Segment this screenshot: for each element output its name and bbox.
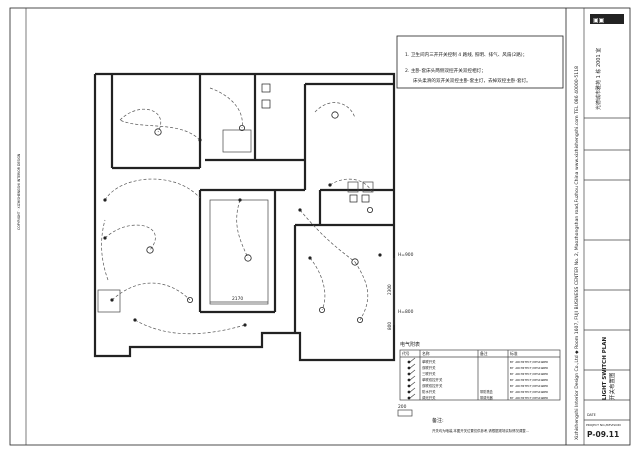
svg-text:带防溅盒: 带防溅盒 [480, 389, 494, 394]
svg-text:三联开关: 三联开关 [422, 371, 436, 376]
legend-row: 防水开关 带防溅盒 BY ARCHITECT/DESIGNER [407, 387, 548, 394]
svg-text:单联开关: 单联开关 [422, 359, 436, 364]
legend-row: 单联双控开关 BY ARCHITECT/DESIGNER [407, 375, 548, 382]
dim-800: 800 [387, 322, 392, 330]
note-line-3: 床头柔滑的双开关双控主卧·套主灯，去掉双控主卧·套灯。 [413, 77, 531, 84]
wire-10 [111, 282, 191, 301]
wire-4 [119, 119, 201, 141]
column-2 [362, 181, 374, 193]
switch-symbols [103, 138, 382, 327]
svg-text:BY ARCHITECT/DESIGNER: BY ARCHITECT/DESIGNER [510, 396, 548, 400]
legend-row: 调光开关 带调光器 BY ARCHITECT/DESIGNER [407, 393, 548, 400]
exhaust-fan [261, 83, 271, 93]
wire-8 [299, 209, 356, 263]
date-label: DATE [587, 413, 596, 417]
revision-label: PROJECT NO./REVISION [586, 423, 621, 427]
sheet-border [9, 7, 631, 446]
drawing-title: LIGHT SWITCH PLAN [602, 336, 608, 400]
heater-lamp [261, 99, 271, 109]
dim-h900: H=900 [398, 252, 414, 258]
wire-3 [119, 108, 161, 133]
legend-header-note: 备注 [480, 351, 488, 356]
legend-row: 双联双控开关 BY ARCHITECT/DESIGNER [407, 381, 548, 388]
wire-12 [329, 178, 373, 193]
bath-light [349, 194, 358, 203]
logo-mark: ▣▣ [593, 17, 604, 24]
bath-fixture [222, 129, 252, 153]
svg-text:调光开关: 调光开关 [422, 395, 436, 400]
svg-text:单联双控开关: 单联双控开关 [422, 377, 443, 382]
legend-header-std: 标准 [510, 351, 518, 356]
svg-text:防水开关: 防水开关 [422, 389, 436, 394]
note-line-2: 2. 主卧·套床头两侧双控开关双控相灯； [405, 67, 486, 74]
note-line-1: 1. 卫生间内三开开关控制 4 路线, 照明、排气、风扇(2路)； [405, 51, 527, 58]
light-fixtures [146, 111, 373, 323]
scale-label: 200 [398, 404, 407, 410]
vertical-watermark-left: COPYRIGHT · XIZHISHENGSHI INTERIOR DESIG… [17, 153, 21, 230]
legend-header-name: 名称 [422, 351, 430, 356]
svg-text:带调光器: 带调光器 [480, 395, 494, 400]
remark-line-1: 开关均为暗装,本图开关位置仅供参考,请根据现场实际情况调整... [432, 428, 529, 433]
wire-7 [236, 199, 249, 259]
legend-title: 电气附表 [400, 341, 420, 348]
legend-row: 三联开关 BY ARCHITECT/DESIGNER [407, 369, 548, 376]
wire-14 [101, 219, 109, 281]
legend-row: 双联开关 BY ARCHITECT/DESIGNER [407, 363, 548, 370]
legend-header-code: 代号 [402, 351, 410, 356]
wire-13 [309, 257, 326, 311]
floor-plan [93, 72, 396, 362]
svg-text:BY ARCHITECT/DESIGNER: BY ARCHITECT/DESIGNER [510, 378, 548, 382]
project-name: 光德城市雅苑 1 栋 2001 室 [595, 48, 602, 110]
svg-text:双联双控开关: 双联双控开关 [422, 383, 443, 388]
svg-text:双联开关: 双联开关 [422, 365, 436, 370]
titleblock-rows [584, 117, 630, 421]
svg-text:BY ARCHITECT/DESIGNER: BY ARCHITECT/DESIGNER [510, 372, 548, 376]
legend-table [399, 349, 561, 401]
wire-1 [104, 178, 201, 201]
wire-9 [354, 261, 369, 321]
wire-11 [134, 319, 246, 335]
company-address: Xizhishengshi Interior Design Co.,Ltd ◆ … [574, 66, 580, 440]
svg-text:BY ARCHITECT/DESIGNER: BY ARCHITECT/DESIGNER [510, 360, 548, 364]
remark-title: 备注: [432, 417, 444, 424]
dim-h800: H=800 [398, 309, 414, 315]
entry-box [97, 289, 121, 313]
notes-box [396, 35, 564, 89]
bath-fan [361, 194, 370, 203]
wardrobe [209, 199, 269, 305]
legend-row: 单联开关 BY ARCHITECT/DESIGNER [407, 357, 548, 364]
column-1 [347, 181, 359, 193]
company-logo [590, 14, 624, 24]
drawing-title-cn: 开关布置图 [608, 372, 616, 400]
svg-text:BY ARCHITECT/DESIGNER: BY ARCHITECT/DESIGNER [510, 366, 548, 370]
legend-rows: 单联开关 BY ARCHITECT/DESIGNER 双联开关 BY ARCHI… [407, 357, 548, 400]
svg-text:BY ARCHITECT/DESIGNER: BY ARCHITECT/DESIGNER [510, 384, 548, 388]
svg-text:BY ARCHITECT/DESIGNER: BY ARCHITECT/DESIGNER [510, 390, 548, 394]
drawing-number: P-09.11 [587, 430, 619, 439]
wire-2 [104, 224, 156, 251]
outer-wall [93, 72, 396, 362]
dim-2170: 2170 [232, 296, 243, 302]
scale-bar [397, 409, 413, 417]
dim-2300: 2300 [387, 284, 392, 295]
wire-5 [209, 87, 243, 129]
wire-6 [314, 102, 356, 119]
